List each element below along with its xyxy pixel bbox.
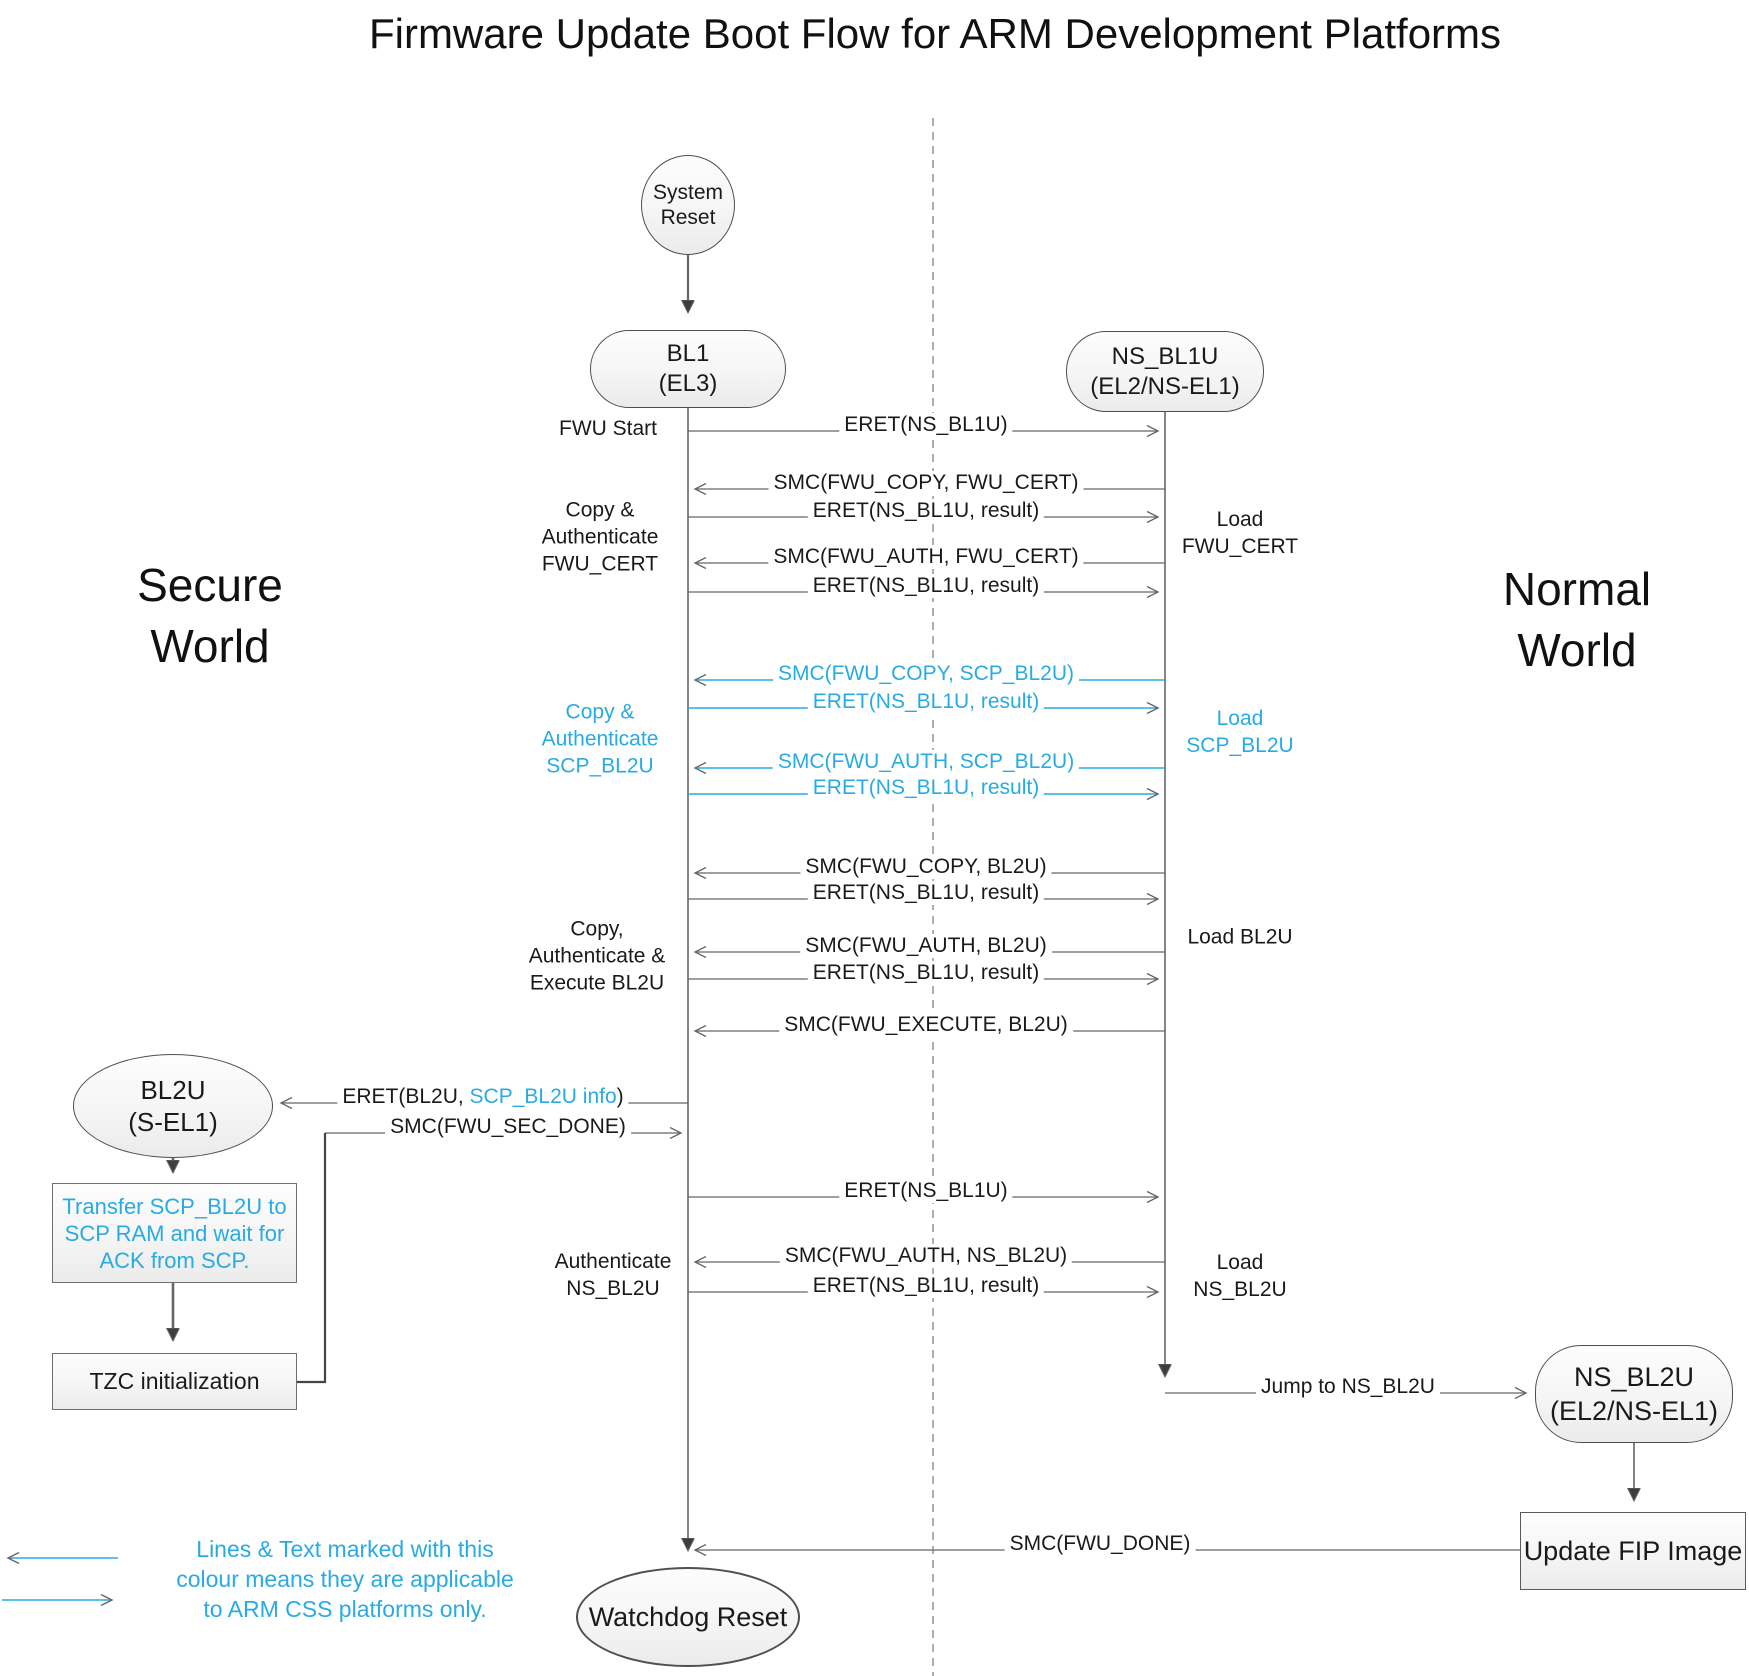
label-load-scp-bl2u: Load SCP_BL2U [1186,705,1293,759]
label-smc-fwu-done: SMC(FWU_DONE) [1004,1532,1196,1556]
legend-line3: to ARM CSS platforms only. [203,1596,487,1622]
load-scp-bl2u-line1: Load [1216,707,1264,730]
label-auth-ns-bl2u: Authenticate NS_BL2U [555,1248,672,1302]
legend-line2: colour means they are applicable [176,1566,514,1592]
label-smc-fwu-sec-done: SMC(FWU_SEC_DONE) [385,1115,631,1139]
copy-auth-scp-bl2u-line3: SCP_BL2U [546,754,654,778]
label-load-bl2u: Load BL2U [1187,925,1293,949]
eret-bl2u-scp-info: SCP_BL2U info [469,1085,617,1108]
copy-auth-scp-bl2u-line2: Authenticate [541,727,659,751]
label-copy-auth-fwu-cert: Copy & Authenticate FWU_CERT [542,497,659,578]
copy-auth-fwu-cert-line3: FWU_CERT [541,552,659,576]
label-smc-fwu-auth-ns-bl2u: SMC(FWU_AUTH, NS_BL2U) [779,1244,1073,1268]
label-fwu-start: FWU Start [554,417,662,441]
normal-world-line1: Normal [1502,563,1652,615]
eret-bl2u-prefix: ERET(BL2U, [342,1085,470,1108]
load-scp-bl2u-line2: SCP_BL2U [1186,734,1294,757]
secure-world-line1: Secure [137,559,283,611]
copy-auth-exec-bl2u-line3: Execute BL2U [529,971,665,995]
node-update-fip-image: Update FIP Image [1520,1512,1746,1590]
secure-world-line2: World [150,620,270,672]
node-tzc-initialization: TZC initialization [52,1353,297,1410]
label-eret-result-5: ERET(NS_BL1U, result) [807,1274,1045,1298]
normal-world-line2: World [1517,624,1637,676]
label-eret-ns-bl1u-2: ERET(NS_BL1U) [839,1179,1013,1203]
transfer-line2: SCP RAM and wait for [64,1220,285,1246]
load-ns-bl2u-line1: Load [1216,1251,1264,1274]
eret-bl2u-suffix: ) [616,1085,624,1108]
label-eret-result-1: ERET(NS_BL1U, result) [807,499,1045,523]
load-fwu-cert-line2: FWU_CERT [1181,535,1299,558]
label-eret-result-scp-2: ERET(NS_BL1U, result) [807,776,1045,800]
copy-auth-fwu-cert-line1: Copy & [565,498,635,522]
label-smc-fwu-copy-scp-bl2u: SMC(FWU_COPY, SCP_BL2U) [772,662,1080,686]
label-load-ns-bl2u: Load NS_BL2U [1193,1249,1286,1303]
transfer-line3: ACK from SCP. [99,1247,250,1273]
tzc-to-smc-connector [297,1133,327,1384]
load-fwu-cert-line1: Load [1216,508,1264,531]
label-load-fwu-cert: Load FWU_CERT [1182,506,1298,560]
system-reset-line2: Reset [660,206,716,229]
copy-auth-fwu-cert-line2: Authenticate [541,525,659,549]
ns-bl1u-line2: (EL2/NS-EL1) [1090,372,1240,400]
ns-bl1u-line1: NS_BL1U [1111,342,1219,370]
copy-auth-exec-bl2u-line1: Copy, [570,917,624,941]
ns-bl2u-line1: NS_BL2U [1573,1362,1695,1392]
copy-auth-exec-bl2u-line2: Authenticate & [528,944,666,968]
label-eret-result-3: ERET(NS_BL1U, result) [807,881,1045,905]
bl1-line2: (EL3) [658,370,718,397]
label-smc-fwu-auth-fwu-cert: SMC(FWU_AUTH, FWU_CERT) [768,545,1084,569]
node-watchdog-reset: Watchdog Reset [576,1567,800,1667]
legend-line1: Lines & Text marked with this [196,1536,494,1562]
auth-ns-bl2u-line1: Authenticate [554,1250,672,1273]
label-smc-fwu-copy-fwu-cert: SMC(FWU_COPY, FWU_CERT) [768,471,1084,495]
label-smc-fwu-copy-bl2u: SMC(FWU_COPY, BL2U) [800,855,1052,879]
label-eret-result-2: ERET(NS_BL1U, result) [807,574,1045,598]
secure-world-label: Secure World [137,555,283,677]
transfer-line1: Transfer SCP_BL2U to [62,1193,287,1219]
auth-ns-bl2u-line2: NS_BL2U [566,1277,660,1300]
label-jump-to-ns-bl2u: Jump to NS_BL2U [1256,1375,1440,1399]
normal-world-label: Normal World [1503,559,1651,681]
ns-bl2u-line2: (EL2/NS-EL1) [1549,1396,1719,1426]
bl1-line1: BL1 [666,340,710,367]
label-copy-auth-exec-bl2u: Copy, Authenticate & Execute BL2U [529,916,666,997]
node-ns-bl2u: NS_BL2U (EL2/NS-EL1) [1535,1345,1733,1443]
system-reset-line1: System [652,181,723,204]
node-system-reset: System Reset [641,155,735,255]
watchdog-label: Watchdog Reset [588,1601,788,1632]
bl2u-line1: BL2U [140,1075,206,1105]
diagram-title: Firmware Update Boot Flow for ARM Develo… [368,10,1502,57]
label-smc-fwu-auth-bl2u: SMC(FWU_AUTH, BL2U) [800,934,1052,958]
label-eret-ns-bl1u-1: ERET(NS_BL1U) [839,413,1013,437]
node-bl1: BL1 (EL3) [590,330,786,408]
label-eret-bl2u: ERET(BL2U, SCP_BL2U info) [337,1085,629,1109]
label-copy-auth-scp-bl2u: Copy & Authenticate SCP_BL2U [542,699,659,780]
node-transfer-scp-bl2u: Transfer SCP_BL2U to SCP RAM and wait fo… [52,1183,297,1283]
label-eret-result-4: ERET(NS_BL1U, result) [807,961,1045,985]
label-smc-fwu-auth-scp-bl2u: SMC(FWU_AUTH, SCP_BL2U) [772,750,1080,774]
label-smc-fwu-execute-bl2u: SMC(FWU_EXECUTE, BL2U) [779,1013,1073,1037]
tzc-label: TZC initialization [89,1368,260,1394]
load-ns-bl2u-line2: NS_BL2U [1193,1278,1287,1301]
node-bl2u: BL2U (S-EL1) [73,1054,273,1158]
node-ns-bl1u: NS_BL1U (EL2/NS-EL1) [1066,331,1264,412]
label-eret-result-scp-1: ERET(NS_BL1U, result) [807,690,1045,714]
bl2u-line2: (S-EL1) [128,1107,218,1137]
legend-note: Lines & Text marked with this colour mea… [176,1534,514,1624]
copy-auth-scp-bl2u-line1: Copy & [565,700,635,724]
update-fip-label: Update FIP Image [1523,1535,1743,1566]
